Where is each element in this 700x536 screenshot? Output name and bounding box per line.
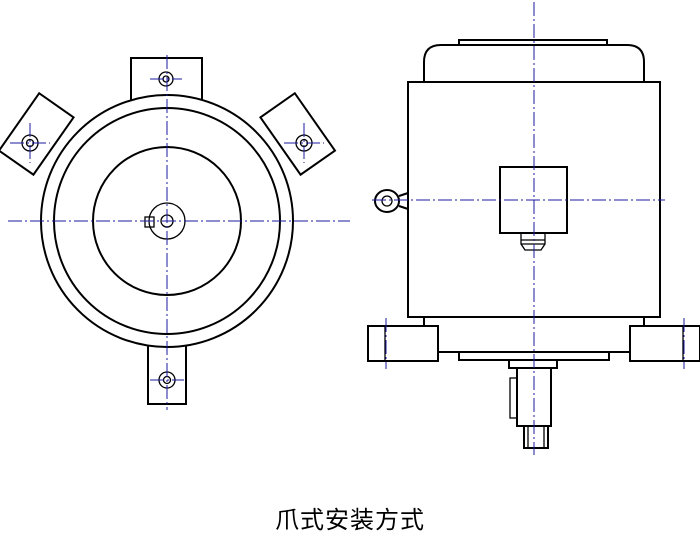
drawing-caption: 爪式安装方式 (275, 506, 425, 534)
lifting-eye (374, 189, 409, 213)
cable-gland (520, 232, 546, 251)
right-foot (629, 325, 700, 362)
front-view (0, 55, 350, 410)
output-shaft (508, 359, 558, 449)
left-claw (0, 91, 75, 177)
right-claw (259, 91, 337, 177)
left-foot (367, 325, 439, 362)
side-view (367, 2, 700, 455)
